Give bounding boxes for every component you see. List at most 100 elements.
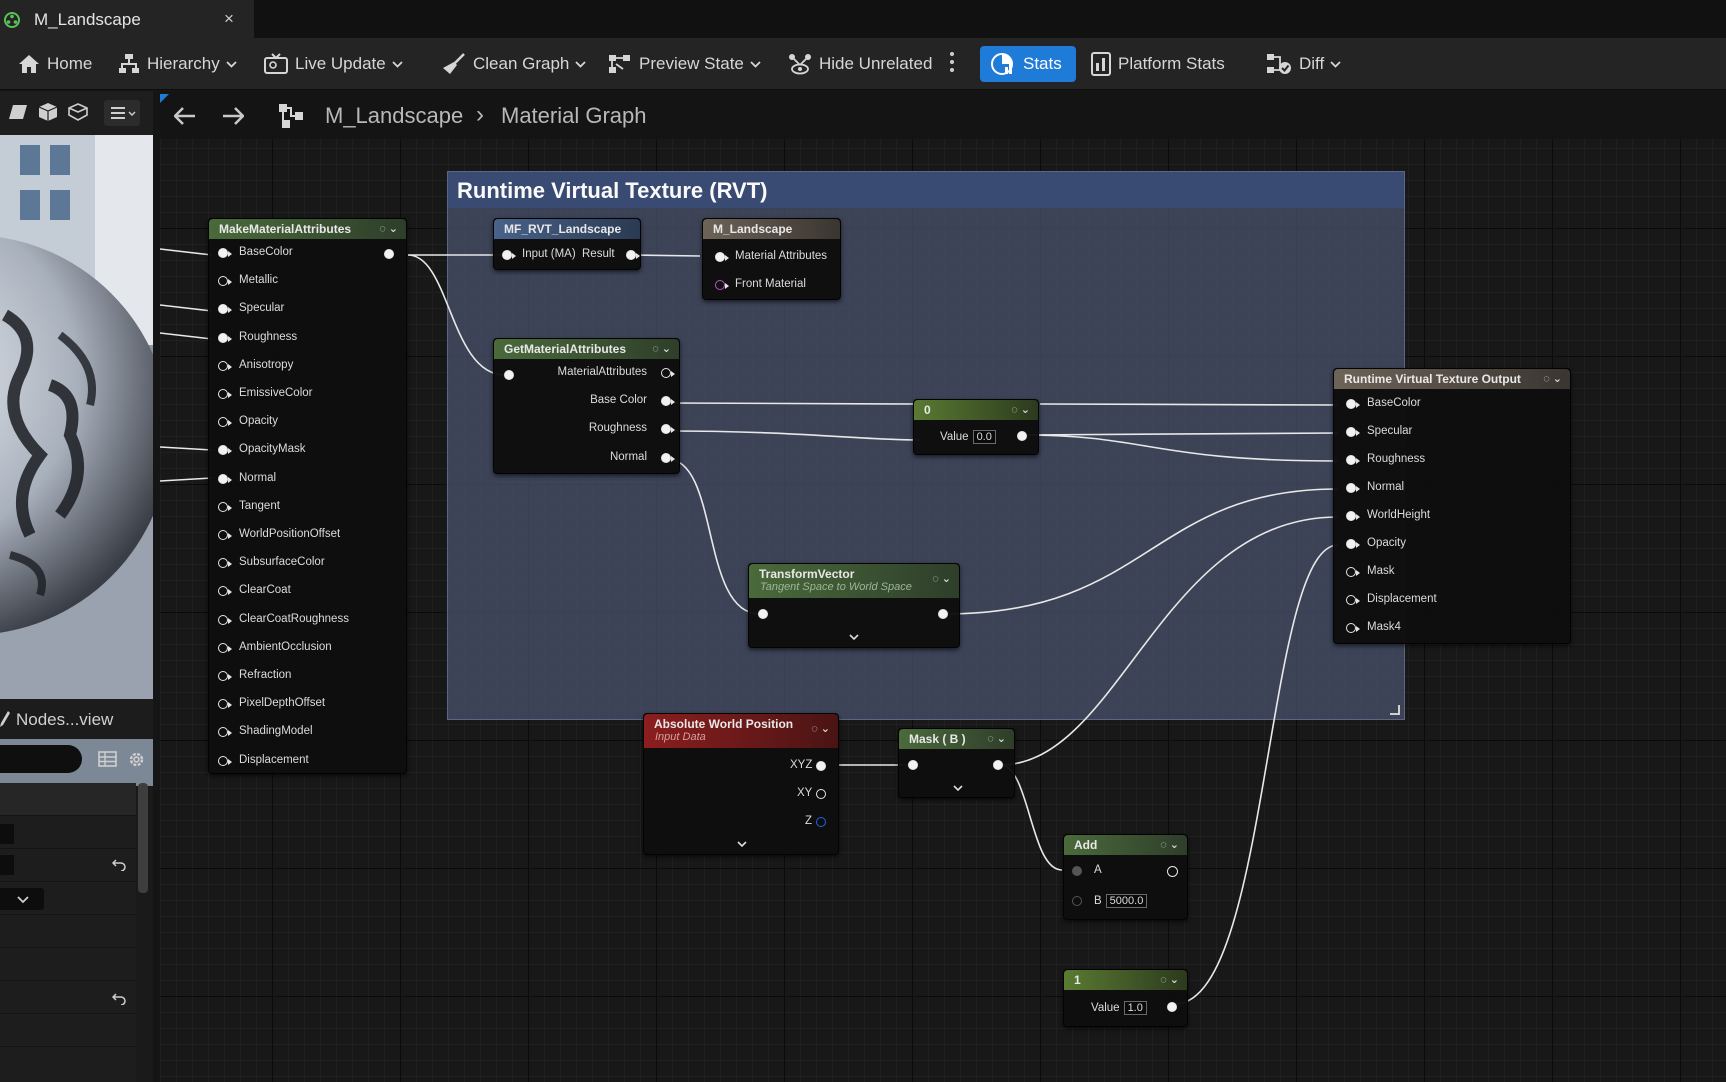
- m-landscape-result-node[interactable]: M_Landscape Material Attributes Front Ma…: [702, 218, 841, 300]
- forward-arrow-icon[interactable]: [222, 107, 244, 125]
- reset-icon[interactable]: [112, 859, 126, 871]
- property-row[interactable]: [0, 915, 136, 948]
- pin-row[interactable]: Normal: [610, 451, 651, 463]
- table-icon[interactable]: [98, 751, 117, 767]
- pin-icon[interactable]: [218, 417, 228, 427]
- node-options-icon[interactable]: ◌ ⌄: [652, 342, 671, 355]
- pin-icon[interactable]: [661, 453, 671, 463]
- pin-icon[interactable]: [715, 280, 725, 290]
- pin-icon[interactable]: [218, 445, 228, 455]
- property-row[interactable]: [0, 1014, 136, 1047]
- pin-icon[interactable]: [1346, 511, 1356, 521]
- pin-icon[interactable]: [1346, 427, 1356, 437]
- value-field[interactable]: Value1.0: [1091, 1001, 1147, 1015]
- pin-row[interactable]: Opacity: [218, 415, 278, 427]
- value-field[interactable]: Value0.0: [940, 430, 996, 444]
- pin-icon[interactable]: [218, 389, 228, 399]
- result-pin[interactable]: Result: [582, 248, 615, 260]
- plane-icon[interactable]: [8, 103, 28, 121]
- pin-icon[interactable]: [218, 699, 228, 709]
- back-arrow-icon[interactable]: [174, 107, 196, 125]
- pin-row[interactable]: WorldPositionOffset: [218, 528, 340, 540]
- pin-row[interactable]: Mask: [1346, 565, 1394, 577]
- clean-graph-button[interactable]: Clean Graph: [442, 46, 586, 82]
- reset-icon[interactable]: [112, 993, 126, 1005]
- pin-icon[interactable]: [1346, 483, 1356, 493]
- pin-icon[interactable]: [1346, 595, 1356, 605]
- pin-row[interactable]: Normal: [1346, 481, 1404, 493]
- mf-rvt-landscape-node[interactable]: MF_RVT_Landscape Input (MA) Result: [493, 218, 641, 270]
- constant-zero-node[interactable]: 0 ◌ ⌄ Value0.0: [913, 399, 1039, 455]
- document-tab[interactable]: M_Landscape ×: [0, 0, 254, 38]
- cube-icon[interactable]: [38, 102, 58, 122]
- pin-icon[interactable]: [502, 250, 512, 260]
- input-ma-pin[interactable]: Input (MA): [502, 248, 576, 260]
- pin-icon[interactable]: [661, 424, 671, 434]
- output-pin-icon[interactable]: [1017, 431, 1027, 441]
- output-pin-icon[interactable]: [1167, 1002, 1177, 1012]
- pin-row[interactable]: Anisotropy: [218, 359, 293, 371]
- material-attributes-pin[interactable]: Material Attributes: [715, 250, 827, 262]
- output-pin-icon[interactable]: [1167, 866, 1178, 877]
- transform-vector-node[interactable]: TransformVector Tangent Space to World S…: [748, 563, 960, 648]
- node-header[interactable]: Add ◌ ⌄: [1064, 835, 1187, 855]
- node-options-icon[interactable]: ◌ ⌄: [932, 572, 951, 585]
- pin-icon[interactable]: [1346, 455, 1356, 465]
- pin-row[interactable]: Mask4: [1346, 621, 1401, 633]
- search-input[interactable]: [0, 745, 82, 773]
- pin-row[interactable]: BaseColor: [218, 246, 293, 258]
- xy-pin[interactable]: XY: [797, 787, 812, 799]
- pin-icon[interactable]: [626, 250, 636, 260]
- node-options-icon[interactable]: ◌ ⌄: [987, 732, 1006, 745]
- runtime-virtual-texture-output-node[interactable]: Runtime Virtual Texture Output ◌ ⌄ BaseC…: [1333, 368, 1571, 644]
- pin-icon[interactable]: [218, 671, 228, 681]
- get-material-attributes-node[interactable]: GetMaterialAttributes ◌ ⌄ MaterialAttrib…: [493, 338, 680, 474]
- pin-row[interactable]: AmbientOcclusion: [218, 641, 332, 653]
- property-row[interactable]: [0, 783, 136, 816]
- pin-icon[interactable]: [218, 474, 228, 484]
- value-input[interactable]: 0.0: [973, 430, 996, 444]
- pin-row[interactable]: Roughness: [1346, 453, 1425, 465]
- pin-row[interactable]: PixelDepthOffset: [218, 697, 325, 709]
- pin-icon[interactable]: [1346, 539, 1356, 549]
- pin-row[interactable]: Roughness: [218, 331, 297, 343]
- pin-icon[interactable]: [816, 761, 826, 771]
- nodes-panel-header[interactable]: Nodes...view: [0, 699, 153, 739]
- property-row[interactable]: [0, 849, 136, 882]
- node-header[interactable]: M_Landscape: [703, 219, 840, 239]
- pin-icon[interactable]: [218, 756, 228, 766]
- scrollbar[interactable]: [138, 783, 148, 893]
- chevron-down-icon[interactable]: [737, 841, 747, 848]
- pin-row[interactable]: EmissiveColor: [218, 387, 313, 399]
- preview-state-button[interactable]: Preview State: [608, 46, 761, 82]
- pin-icon[interactable]: [218, 558, 228, 568]
- z-pin[interactable]: Z: [805, 815, 812, 827]
- node-options-icon[interactable]: ◌ ⌄: [1160, 838, 1179, 851]
- breadcrumb-graph[interactable]: Material Graph: [501, 103, 647, 129]
- node-options-icon[interactable]: ◌ ⌄: [379, 222, 398, 235]
- front-material-pin[interactable]: Front Material: [715, 278, 806, 290]
- input-pin-icon[interactable]: [758, 609, 768, 619]
- mask-b-node[interactable]: Mask ( B ) ◌ ⌄: [898, 728, 1015, 798]
- pin-icon[interactable]: [661, 368, 671, 378]
- pin-row[interactable]: Base Color: [590, 394, 651, 406]
- value-input[interactable]: 1.0: [1124, 1001, 1147, 1015]
- property-row[interactable]: [0, 816, 136, 849]
- hide-unrelated-button[interactable]: Hide Unrelated: [788, 46, 932, 82]
- node-options-icon[interactable]: ◌ ⌄: [1543, 372, 1562, 385]
- output-pin-icon[interactable]: [938, 609, 948, 619]
- pin-icon[interactable]: [1346, 623, 1356, 633]
- pin-icon[interactable]: [218, 586, 228, 596]
- pin-row[interactable]: OpacityMask: [218, 443, 305, 455]
- node-header[interactable]: GetMaterialAttributes ◌ ⌄: [494, 339, 679, 359]
- pin-row[interactable]: Displacement: [218, 754, 309, 766]
- absolute-world-position-node[interactable]: Absolute World Position Input Data ◌ ⌄ X…: [643, 713, 839, 855]
- preview-viewport[interactable]: [0, 135, 153, 786]
- node-options-icon[interactable]: ◌ ⌄: [1011, 403, 1030, 416]
- make-material-attributes-node[interactable]: MakeMaterialAttributes ◌ ⌄ BaseColorMeta…: [208, 218, 407, 774]
- pin-row[interactable]: Specular: [218, 302, 284, 314]
- b-value-input[interactable]: 5000.0: [1106, 894, 1148, 908]
- pin-icon[interactable]: [218, 643, 228, 653]
- resize-handle-icon[interactable]: [1390, 705, 1400, 715]
- material-attributes-input-pin-icon[interactable]: [504, 370, 514, 380]
